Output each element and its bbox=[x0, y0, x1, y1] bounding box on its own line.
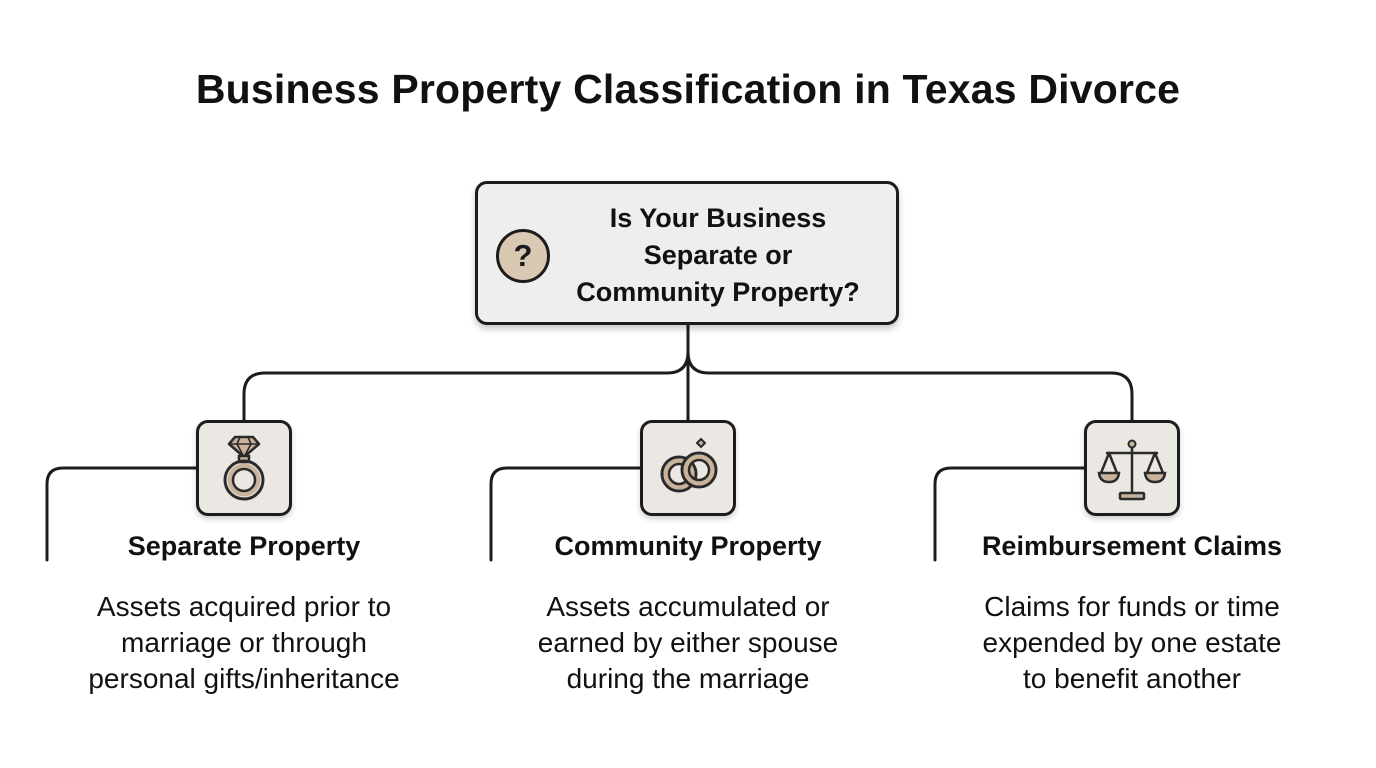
description-line: Assets accumulated or bbox=[546, 591, 830, 622]
reimbursement-claims-icon-box bbox=[1084, 420, 1180, 516]
reimbursement-claims-description: Claims for funds or time expended by one… bbox=[912, 589, 1352, 697]
reimbursement-claims-heading: Reimbursement Claims bbox=[981, 531, 1283, 561]
wedding-rings-icon bbox=[660, 437, 718, 493]
root-line-2: Separate or bbox=[643, 240, 793, 270]
description-line: to benefit another bbox=[1023, 663, 1241, 694]
description-line: Assets acquired prior to bbox=[96, 591, 392, 622]
description-line: during the marriage bbox=[566, 663, 810, 694]
root-question-box: ? Is Your Business Separate or Community… bbox=[475, 181, 899, 325]
separate-property-description: Assets acquired prior to marriage or thr… bbox=[24, 589, 464, 697]
description-line: earned by either spouse bbox=[537, 627, 839, 658]
separate-property-heading: Separate Property bbox=[127, 531, 361, 561]
diagram-title: Business Property Classification in Texa… bbox=[195, 66, 1181, 112]
question-mark-icon: ? bbox=[496, 229, 550, 283]
community-property-description: Assets accumulated or earned by either s… bbox=[468, 589, 908, 697]
root-question-text: Is Your Business Separate or Community P… bbox=[548, 200, 888, 311]
description-line: personal gifts/inheritance bbox=[88, 663, 400, 694]
description-line: marriage or through bbox=[121, 627, 367, 658]
description-line: expended by one estate bbox=[982, 627, 1282, 658]
description-line: Claims for funds or time bbox=[984, 591, 1280, 622]
scales-of-justice-icon bbox=[1097, 439, 1167, 501]
diamond-ring-icon bbox=[223, 435, 265, 501]
root-line-3: Community Property? bbox=[576, 277, 860, 307]
community-property-heading: Community Property bbox=[554, 531, 822, 561]
separate-property-icon-box bbox=[196, 420, 292, 516]
root-line-1: Is Your Business bbox=[609, 203, 827, 233]
community-property-icon-box bbox=[640, 420, 736, 516]
